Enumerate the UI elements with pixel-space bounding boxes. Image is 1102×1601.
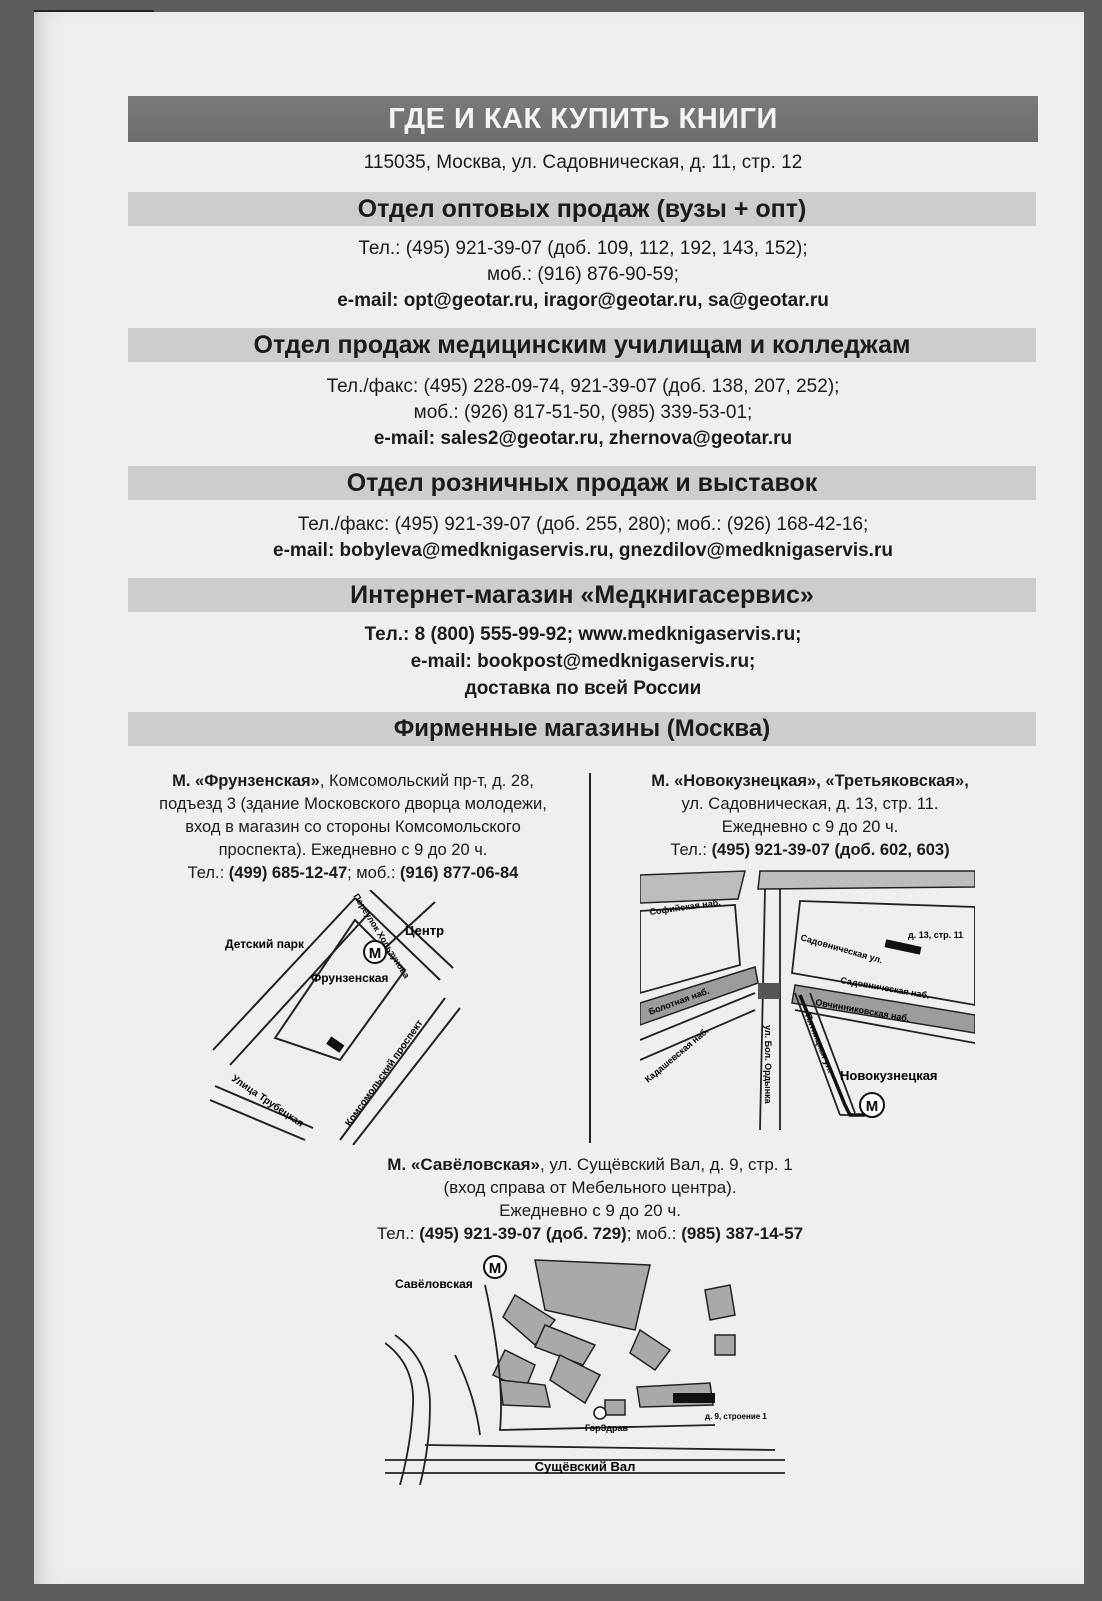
map-label-street: Сущёвский Вал bbox=[535, 1459, 636, 1474]
online-store-email: e-mail: bookpost@medknigaservis.ru; bbox=[410, 651, 756, 672]
mob-label: ; моб.: bbox=[347, 864, 401, 882]
map-label-savelovskaya: Савёловская bbox=[395, 1277, 473, 1291]
section-heading-wholesale: Отдел оптовых продаж (вузы + опт) bbox=[128, 192, 1036, 226]
retail-phone: Тел./факс: (495) 921-39-07 (доб. 255, 28… bbox=[297, 514, 869, 535]
store-frunzenskaya-mobile: (916) 877-06-84 bbox=[400, 864, 519, 882]
section-heading-stores: Фирменные магазины (Москва) bbox=[128, 712, 1036, 746]
map-novokuznetskaya: М Софийская наб. Садовническая ул. д. 13… bbox=[640, 870, 975, 1130]
map-label-pyatnitskaya: Пятницкая ул. bbox=[803, 1012, 836, 1074]
store-savelovskaya-phone: (495) 921-39-07 (доб. 729) bbox=[419, 1224, 627, 1243]
retail-email: e-mail: bobyleva@medknigaservis.ru, gnez… bbox=[273, 540, 893, 561]
store-novokuznetskaya-info: М. «Новокузнецкая», «Третьяковская», ул.… bbox=[600, 770, 1020, 862]
map-label-frunzenskaya: Фрунзенская bbox=[311, 971, 388, 985]
store-savelovskaya-line: (вход справа от Мебельного центра). bbox=[443, 1178, 737, 1197]
store-frunzenskaya-info: М. «Фрунзенская», Комсомольский пр-т, д.… bbox=[118, 770, 588, 885]
map-label-gorzdrav: ГорЗдрав bbox=[585, 1423, 629, 1433]
colleges-email: e-mail: sales2@geotar.ru, zhernova@geota… bbox=[373, 428, 793, 449]
online-store-delivery: доставка по всей России bbox=[464, 678, 702, 699]
store-novokuznetskaya-line: Ежедневно с 9 до 20 ч. bbox=[721, 818, 899, 836]
publisher-address: 115035, Москва, ул. Садовническая, д. 11… bbox=[363, 152, 803, 173]
wholesale-email: e-mail: opt@geotar.ru, iragor@geotar.ru,… bbox=[337, 290, 829, 311]
store-savelovskaya-mobile: (985) 387-14-57 bbox=[681, 1224, 804, 1243]
wholesale-phone: Тел.: (495) 921-39-07 (доб. 109, 112, 19… bbox=[358, 238, 808, 259]
map-label-novokuznetskaya: Новокузнецкая bbox=[840, 1068, 938, 1083]
map-label-house: д. 13, стр. 11 bbox=[908, 930, 963, 940]
map-label-park: Детский парк bbox=[225, 937, 305, 951]
online-store-phone: Тел.: 8 (800) 555-99-92; www.medknigaser… bbox=[364, 624, 802, 645]
map-savelovskaya-m: М bbox=[489, 1260, 502, 1277]
store-savelovskaya-station: М. «Савёловская» bbox=[387, 1155, 540, 1174]
store-savelovskaya-line: Ежедневно с 9 до 20 ч. bbox=[499, 1201, 681, 1220]
map-label-center: Центр bbox=[405, 923, 444, 938]
map-label-holzunova: Пеpеулок Хользунова bbox=[351, 892, 412, 981]
map-label-house: д. 9, строение 1 bbox=[705, 1412, 767, 1421]
store-frunzenskaya-station: М. «Фрунзенская» bbox=[172, 772, 320, 790]
mob-label: ; моб.: bbox=[626, 1224, 682, 1243]
store-novokuznetskaya-station: М. «Новокузнецкая», «Третьяковская», bbox=[651, 772, 969, 790]
store-frunzenskaya-phone: (499) 685-12-47 bbox=[228, 864, 348, 882]
wholesale-mobile: моб.: (916) 876-90-59; bbox=[487, 264, 679, 285]
store-frunzenskaya-address: , Комсомольский пр-т, д. 28, bbox=[319, 772, 534, 790]
tel-label: Тел.: bbox=[670, 841, 712, 859]
map-label-ordynka: ул. Бол. Ордынка bbox=[763, 1025, 773, 1105]
map-frunzenskaya-m: М bbox=[369, 945, 382, 962]
store-savelovskaya-info: М. «Савёловская», ул. Сущёвский Вал, д. … bbox=[300, 1153, 880, 1245]
map-label-trubetskaya: Улица Трубецкая bbox=[229, 1073, 306, 1130]
store-frunzenskaya-line: проспекта). Ежедневно с 9 до 20 ч. bbox=[218, 841, 488, 859]
map-label-sadovnicheskaya-st: Садовническая ул. bbox=[799, 932, 883, 965]
map-label-komsomolsky: Комсомольский проспект bbox=[343, 1018, 425, 1129]
book-page bbox=[34, 12, 1084, 1584]
store-novokuznetskaya-line: ул. Садовническая, д. 13, стр. 11. bbox=[681, 795, 939, 813]
colleges-mobile: моб.: (926) 817-51-50, (985) 339-53-01; bbox=[413, 402, 753, 423]
store-savelovskaya-address: , ул. Сущёвский Вал, д. 9, стр. 1 bbox=[539, 1155, 793, 1174]
colleges-phone: Тел./факс: (495) 228-09-74, 921-39-07 (д… bbox=[326, 376, 840, 397]
page-title: ГДЕ И КАК КУПИТЬ КНИГИ bbox=[128, 96, 1038, 142]
section-heading-retail: Отдел розничных продаж и выставок bbox=[128, 466, 1036, 500]
store-frunzenskaya-line: подъезд 3 (здание Московского дворца мол… bbox=[159, 795, 547, 813]
section-heading-colleges: Отдел продаж медицинским училищам и колл… bbox=[128, 328, 1036, 362]
store-novokuznetskaya-phone: (495) 921-39-07 (доб. 602, 603) bbox=[711, 841, 950, 859]
store-frunzenskaya-line: вход в магазин со стороны Комсомольского bbox=[185, 818, 521, 836]
tel-label: Тел.: bbox=[187, 864, 229, 882]
map-savelovskaya: М Савёловская ГорЗдрав д. 9, строение 1 … bbox=[385, 1255, 785, 1485]
map-novokuznetskaya-m: М bbox=[866, 1098, 879, 1115]
map-frunzenskaya: М Детский парк Центр Фрунзенская Пеpеуло… bbox=[209, 890, 461, 1145]
section-heading-online-store: Интернет-магазин «Медкнигасервис» bbox=[128, 578, 1036, 612]
tel-label: Тел.: bbox=[376, 1224, 420, 1243]
column-divider bbox=[589, 773, 591, 1143]
